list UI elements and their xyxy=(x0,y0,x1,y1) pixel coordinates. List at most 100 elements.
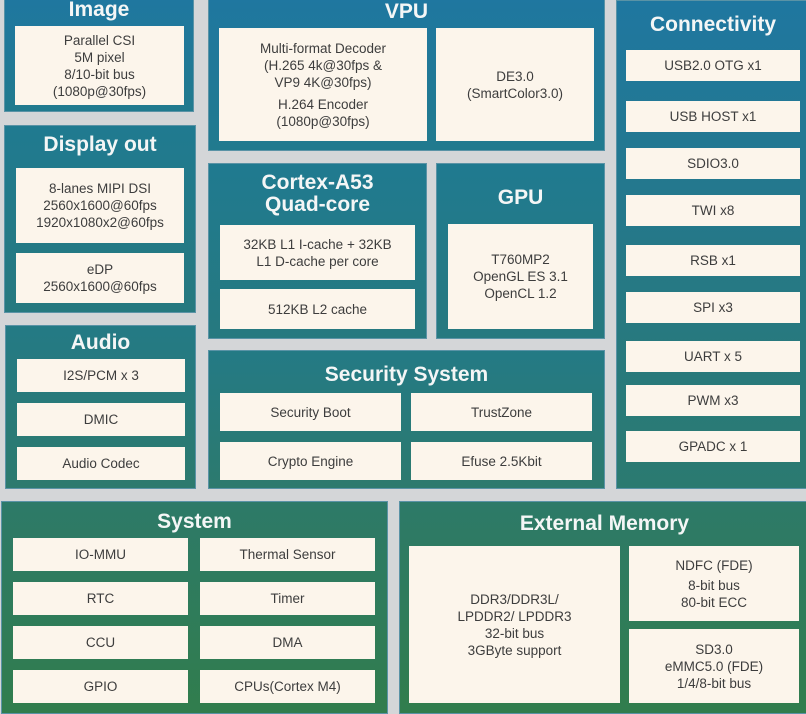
cell-line: (1080p@30fps) xyxy=(52,83,147,99)
connectivity-item: UART x 5 xyxy=(626,341,800,372)
cpu-block: Cortex-A53 Quad-core 32KB L1 I-cache + 3… xyxy=(208,163,427,339)
cell-line: 32-bit bus xyxy=(484,625,545,641)
cell-line: 80-bit ECC xyxy=(680,594,748,610)
system-block: System IO-MMU Thermal Sensor RTC Timer C… xyxy=(1,501,388,714)
cell-line: 8-bit bus xyxy=(688,577,740,593)
connectivity-item: SDIO3.0 xyxy=(626,148,800,179)
cell-line: 512KB L2 cache xyxy=(267,301,368,317)
cell-line: H.264 Encoder xyxy=(277,96,369,112)
connectivity-block: Connectivity USB2.0 OTG x1 USB HOST x1 S… xyxy=(616,0,806,489)
cell-label: Timer xyxy=(270,591,305,606)
cell-line: 3GByte support xyxy=(467,642,562,658)
cell-label: USB2.0 OTG x1 xyxy=(664,58,762,73)
image-title: Image xyxy=(68,0,130,21)
cell-label: SPI x3 xyxy=(693,300,733,315)
display-out-block: Display out 8-lanes MIPI DSI 2560x1600@6… xyxy=(4,125,196,313)
system-item: CCU xyxy=(13,626,188,659)
cell-label: TrustZone xyxy=(470,404,533,420)
cell-label: Efuse 2.5Kbit xyxy=(461,453,542,469)
system-item: GPIO xyxy=(13,670,188,703)
cell-line: (H.265 4k@30fps & xyxy=(263,57,382,73)
security-title: Security System xyxy=(324,363,489,386)
connectivity-item: RSB x1 xyxy=(626,245,800,276)
cell-label: PWM x3 xyxy=(687,393,739,408)
connectivity-item: GPADC x 1 xyxy=(626,431,800,462)
gpu-cell: T760MP2 OpenGL ES 3.1 OpenCL 1.2 xyxy=(448,224,593,329)
cell-label: Crypto Engine xyxy=(267,453,354,469)
cell-label: Audio Codec xyxy=(62,456,140,471)
cell-line: DE3.0 xyxy=(496,68,534,84)
cell-line: OpenCL 1.2 xyxy=(484,286,557,301)
cell-label: UART x 5 xyxy=(683,349,743,364)
connectivity-title: Connectivity xyxy=(649,13,777,36)
display-out-title: Display out xyxy=(43,133,157,156)
cpu-l2-cell: 512KB L2 cache xyxy=(220,289,415,329)
cell-line: 8-lanes MIPI DSI xyxy=(48,181,152,196)
audio-title: Audio xyxy=(70,331,131,354)
cell-line: 8/10-bit bus xyxy=(64,66,135,82)
audio-item: I2S/PCM x 3 xyxy=(17,359,185,392)
connectivity-item: PWM x3 xyxy=(626,385,800,416)
cell-line: VP9 4K@30fps) xyxy=(274,74,372,90)
system-item: Timer xyxy=(200,582,375,615)
cell-label: RTC xyxy=(86,591,115,606)
vpu-block: VPU Multi-format Decoder (H.265 4k@30fps… xyxy=(208,0,605,151)
audio-item: Audio Codec xyxy=(17,447,185,480)
memory-ndfc-cell: NDFC (FDE) 8-bit bus 80-bit ECC xyxy=(629,546,799,621)
cell-line: (1080p@30fps) xyxy=(276,113,370,129)
cell-label: GPIO xyxy=(83,679,118,694)
cell-label: SDIO3.0 xyxy=(687,156,739,171)
connectivity-item: USB2.0 OTG x1 xyxy=(626,50,800,81)
display-mipi-cell: 8-lanes MIPI DSI 2560x1600@60fps 1920x10… xyxy=(16,168,184,243)
cell-line: Parallel CSI xyxy=(63,32,136,48)
system-item: Thermal Sensor xyxy=(200,538,375,571)
security-block: Security System Security Boot TrustZone … xyxy=(208,350,605,489)
cell-label: Security Boot xyxy=(270,404,351,420)
memory-sd-cell: SD3.0 eMMC5.0 (FDE) 1/4/8-bit bus xyxy=(629,629,799,703)
system-item: RTC xyxy=(13,582,188,615)
cell-label: DMIC xyxy=(83,412,119,427)
cell-line: eMMC5.0 (FDE) xyxy=(664,658,764,674)
connectivity-item: TWI x8 xyxy=(626,195,800,226)
memory-dram-cell: DDR3/DDR3L/ LPDDR2/ LPDDR3 32-bit bus 3G… xyxy=(409,546,620,703)
system-title: System xyxy=(157,510,232,533)
audio-item: DMIC xyxy=(17,403,185,436)
cell-label: IO-MMU xyxy=(75,547,126,562)
cell-label: CPUs(Cortex M4) xyxy=(234,679,341,694)
vpu-de-cell: DE3.0 (SmartColor3.0) xyxy=(436,28,594,141)
system-item: CPUs(Cortex M4) xyxy=(200,670,375,703)
cell-line: T760MP2 xyxy=(491,252,550,267)
cell-label: CCU xyxy=(85,635,116,650)
security-item: Security Boot xyxy=(220,393,401,431)
cell-label: I2S/PCM x 3 xyxy=(63,368,139,383)
cell-label: Thermal Sensor xyxy=(239,547,336,562)
display-edp-cell: eDP 2560x1600@60fps xyxy=(16,253,184,303)
audio-block: Audio I2S/PCM x 3 DMIC Audio Codec xyxy=(5,325,196,489)
cell-line: LPDDR2/ LPDDR3 xyxy=(457,608,572,624)
cpu-title-line1: Cortex-A53 xyxy=(261,171,374,194)
vpu-title: VPU xyxy=(384,0,429,23)
cell-line: (SmartColor3.0) xyxy=(466,85,564,101)
system-item: IO-MMU xyxy=(13,538,188,571)
cell-line: L1 D-cache per core xyxy=(256,253,379,269)
cell-line: 2560x1600@60fps xyxy=(43,198,157,213)
external-memory-block: External Memory DDR3/DDR3L/ LPDDR2/ LPDD… xyxy=(399,501,806,714)
cell-label: DMA xyxy=(272,635,303,650)
connectivity-item: SPI x3 xyxy=(626,292,800,323)
image-block: Image Parallel CSI 5M pixel 8/10-bit bus… xyxy=(4,0,194,112)
connectivity-item: USB HOST x1 xyxy=(626,101,800,132)
vpu-codec-cell: Multi-format Decoder (H.265 4k@30fps & V… xyxy=(219,28,427,141)
cell-line: SD3.0 xyxy=(695,641,733,657)
external-memory-title: External Memory xyxy=(519,512,690,535)
cell-label: GPADC x 1 xyxy=(678,439,748,454)
cell-line: 1920x1080x2@60fps xyxy=(36,215,164,230)
cell-line: DDR3/DDR3L/ xyxy=(470,591,559,607)
cell-line: 32KB L1 I-cache + 32KB xyxy=(243,236,392,252)
cell-line: Multi-format Decoder xyxy=(259,40,387,56)
cell-line: 1/4/8-bit bus xyxy=(676,675,752,691)
cell-line: 5M pixel xyxy=(74,49,125,65)
cpu-title-line2: Quad-core xyxy=(264,193,371,216)
security-item: Efuse 2.5Kbit xyxy=(411,442,592,480)
cell-line: OpenGL ES 3.1 xyxy=(473,269,568,284)
gpu-block: GPU T760MP2 OpenGL ES 3.1 OpenCL 1.2 xyxy=(436,163,605,339)
